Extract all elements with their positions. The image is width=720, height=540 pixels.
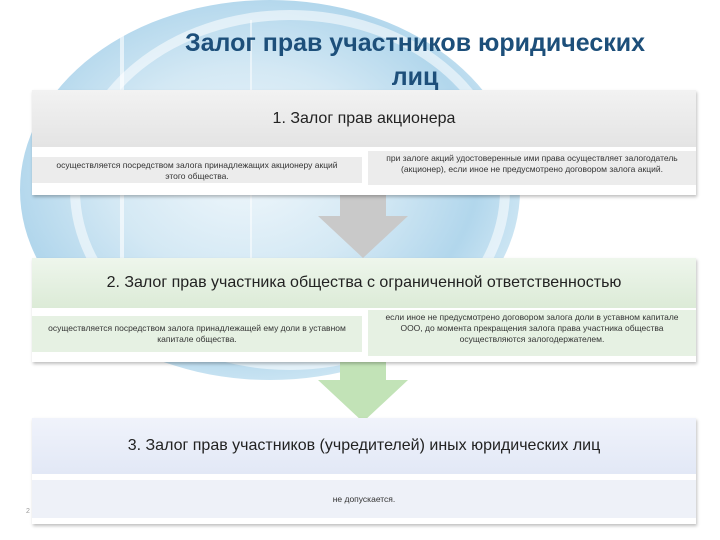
section-body: не допускается. <box>32 474 696 524</box>
slide-number: 2 <box>26 508 30 515</box>
left-text: осуществляется посредством залога принад… <box>48 323 346 344</box>
left-strip <box>32 316 362 352</box>
section-ooo: 2. Залог прав участника общества с огран… <box>32 258 696 362</box>
section-other-entities: 3. Залог прав участников (учредителей) и… <box>32 418 696 524</box>
section-heading: 2. Залог прав участника общества с огран… <box>32 258 696 308</box>
center-strip <box>32 480 696 518</box>
section-heading: 3. Залог прав участников (учредителей) и… <box>32 418 696 474</box>
section-acsioner: 1. Залог прав акционера осуществляется п… <box>32 90 696 195</box>
section-heading: 1. Залог прав акционера <box>32 90 696 147</box>
down-arrow-icon <box>318 190 408 258</box>
down-arrow-icon <box>318 356 408 422</box>
left-strip <box>32 157 362 183</box>
section-body: осуществляется посредством залога принад… <box>32 308 696 362</box>
title-line: Залог прав участников юридических <box>184 29 646 57</box>
right-text: если иное не предусмотрено договором зал… <box>385 312 679 344</box>
title-line: лиц <box>391 63 439 91</box>
slide-title: Залог прав участников юридических лиц <box>150 26 680 94</box>
right-strip <box>368 310 696 356</box>
center-text: не допускается. <box>332 494 396 504</box>
right-strip <box>368 151 696 185</box>
left-text: осуществляется посредством залога принад… <box>56 160 338 181</box>
right-text: при залоге акций удостоверенные ими прав… <box>386 153 678 174</box>
section-body: осуществляется посредством залога принад… <box>32 147 696 195</box>
